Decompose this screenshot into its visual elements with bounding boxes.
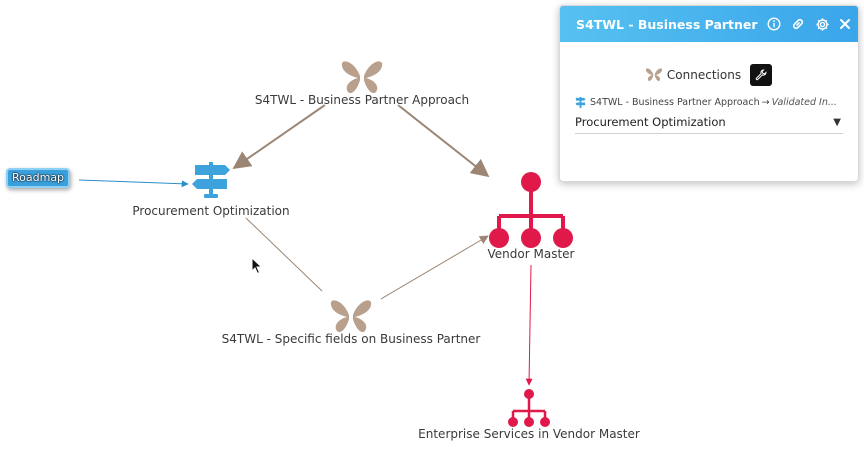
node-label-specific-fields[interactable]: S4TWL - Specific fields on Business Part…: [221, 332, 481, 346]
edge-roadmap-to-procurement[interactable]: [78, 179, 189, 188]
hierarchy-icon[interactable]: [489, 172, 573, 248]
caret-down-icon[interactable]: ▼: [833, 116, 841, 128]
details-panel: S4TWL - Business Partner Connections: [559, 5, 859, 182]
roadmap-tag[interactable]: Roadmap: [6, 168, 71, 188]
node-label-enterprise-services[interactable]: Enterprise Services in Vendor Master: [418, 427, 640, 441]
signpost-icon[interactable]: [192, 162, 230, 198]
edge-procurement-to-specific-fields[interactable]: [245, 217, 323, 292]
node-label-procurement[interactable]: Procurement Optimization: [132, 204, 290, 218]
panel-header: S4TWL - Business Partner: [560, 6, 858, 42]
node-label-bp-approach[interactable]: S4TWL - Business Partner Approach: [254, 93, 470, 107]
wrench-icon: [755, 69, 767, 81]
select-value: Procurement Optimization: [575, 115, 726, 129]
connections-row: Connections: [575, 63, 843, 87]
info-icon[interactable]: [767, 13, 781, 35]
close-icon[interactable]: [839, 13, 851, 35]
butterfly-icon: [645, 68, 662, 81]
butterfly-icon[interactable]: [330, 300, 372, 333]
relation-status: Validated In...: [771, 97, 837, 108]
connection-target-select[interactable]: Procurement Optimization ▼: [575, 111, 843, 134]
mouse-cursor-icon: [251, 257, 263, 275]
signpost-icon: [575, 97, 586, 108]
edge-vendor-master-to-enterprise-services[interactable]: [525, 264, 533, 386]
gear-icon[interactable]: [815, 13, 830, 35]
edge-bp-approach-to-vendor-master[interactable]: [397, 104, 490, 178]
link-icon[interactable]: [790, 13, 806, 35]
relation-source: S4TWL - Business Partner Approach: [590, 97, 760, 108]
hierarchy-icon[interactable]: [508, 389, 550, 427]
butterfly-icon[interactable]: [341, 61, 383, 94]
relation-arrow: →: [761, 97, 770, 108]
connections-label: Connections: [666, 68, 742, 82]
relation-line: S4TWL - Business Partner Approach → Vali…: [575, 97, 843, 108]
edge-specific-fields-to-vendor-master[interactable]: [380, 235, 489, 300]
wrench-button[interactable]: [750, 64, 773, 86]
node-label-vendor-master[interactable]: Vendor Master: [487, 247, 575, 261]
panel-title: S4TWL - Business Partner: [576, 16, 758, 32]
edge-bp-approach-to-procurement[interactable]: [232, 104, 326, 170]
